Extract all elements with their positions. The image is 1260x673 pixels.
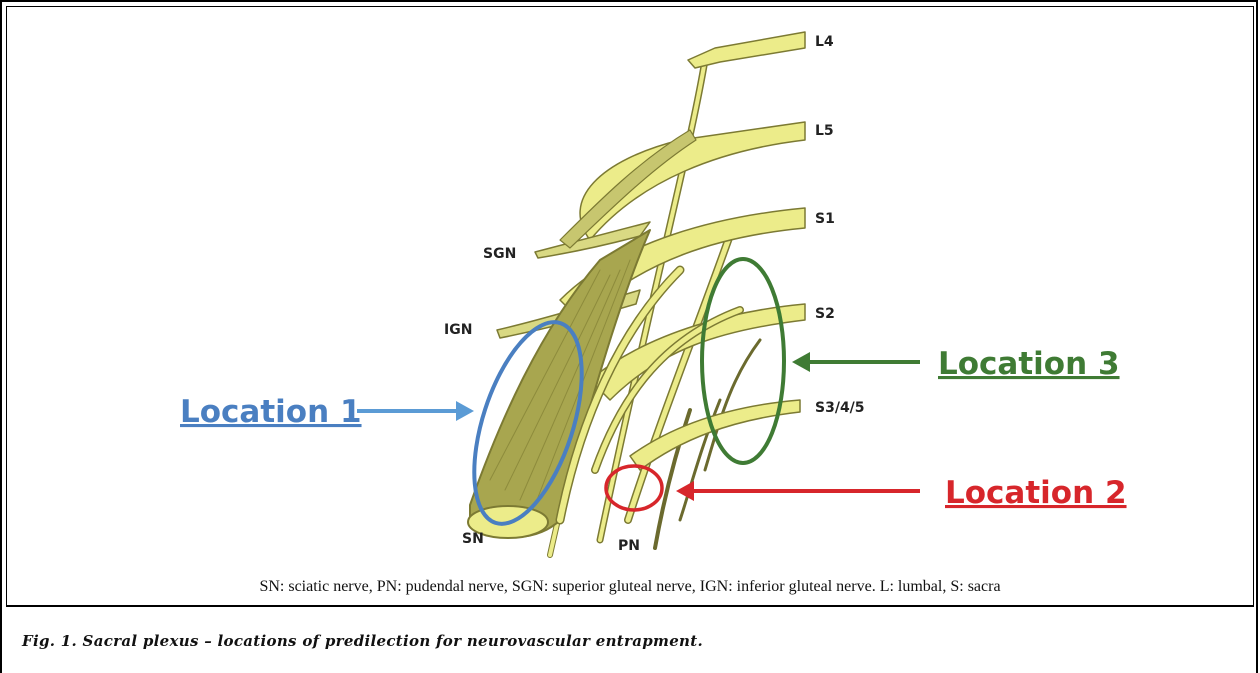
nerve-lateral-strand-1-fill xyxy=(557,267,683,523)
nerve-root-s345 xyxy=(629,399,801,471)
label-pn: PN xyxy=(618,538,640,554)
location-2-label: Location 2 xyxy=(945,475,1127,511)
figure-caption: Fig. 1. Sacral plexus – locations of pre… xyxy=(22,632,704,650)
nerve-thin-branch-c xyxy=(703,338,762,472)
location-2-arrowhead xyxy=(676,481,694,501)
nerve-pn-trunk-fill xyxy=(625,232,733,523)
label-sn: SN xyxy=(462,531,484,547)
abbreviations-legend: SN: sciatic nerve, PN: pudendal nerve, S… xyxy=(259,578,1001,595)
label-l5: L5 xyxy=(815,123,834,139)
label-s1: S1 xyxy=(815,211,835,227)
sacral-plexus-diagram: L4 L5 S1 S2 S3/4/5 SGN IGN SN PN Locatio… xyxy=(180,31,1127,558)
location-1-ellipse xyxy=(472,320,584,526)
label-sgn: SGN xyxy=(483,246,516,262)
label-s345: S3/4/5 xyxy=(815,400,865,416)
location-3-ellipse xyxy=(700,257,786,465)
location-2-ellipse xyxy=(604,464,664,512)
location-1-label: Location 1 xyxy=(180,394,362,430)
label-l4: L4 xyxy=(815,34,834,50)
nerve-lateral-strand-2-fill xyxy=(592,307,743,473)
location-3-arrowhead xyxy=(792,352,810,372)
nerve-sciatic-hatching xyxy=(489,259,631,506)
nerve-root-l4 xyxy=(687,31,806,69)
label-s2: S2 xyxy=(815,306,835,322)
location-3-label: Location 3 xyxy=(938,346,1120,382)
label-ign: IGN xyxy=(444,322,472,338)
location-1-arrowhead xyxy=(456,401,474,421)
nerve-sgn-upper xyxy=(559,129,697,249)
caption-divider xyxy=(6,606,1254,607)
figure-inner-frame xyxy=(6,6,1254,606)
nerve-plexus-drawing xyxy=(467,31,806,558)
